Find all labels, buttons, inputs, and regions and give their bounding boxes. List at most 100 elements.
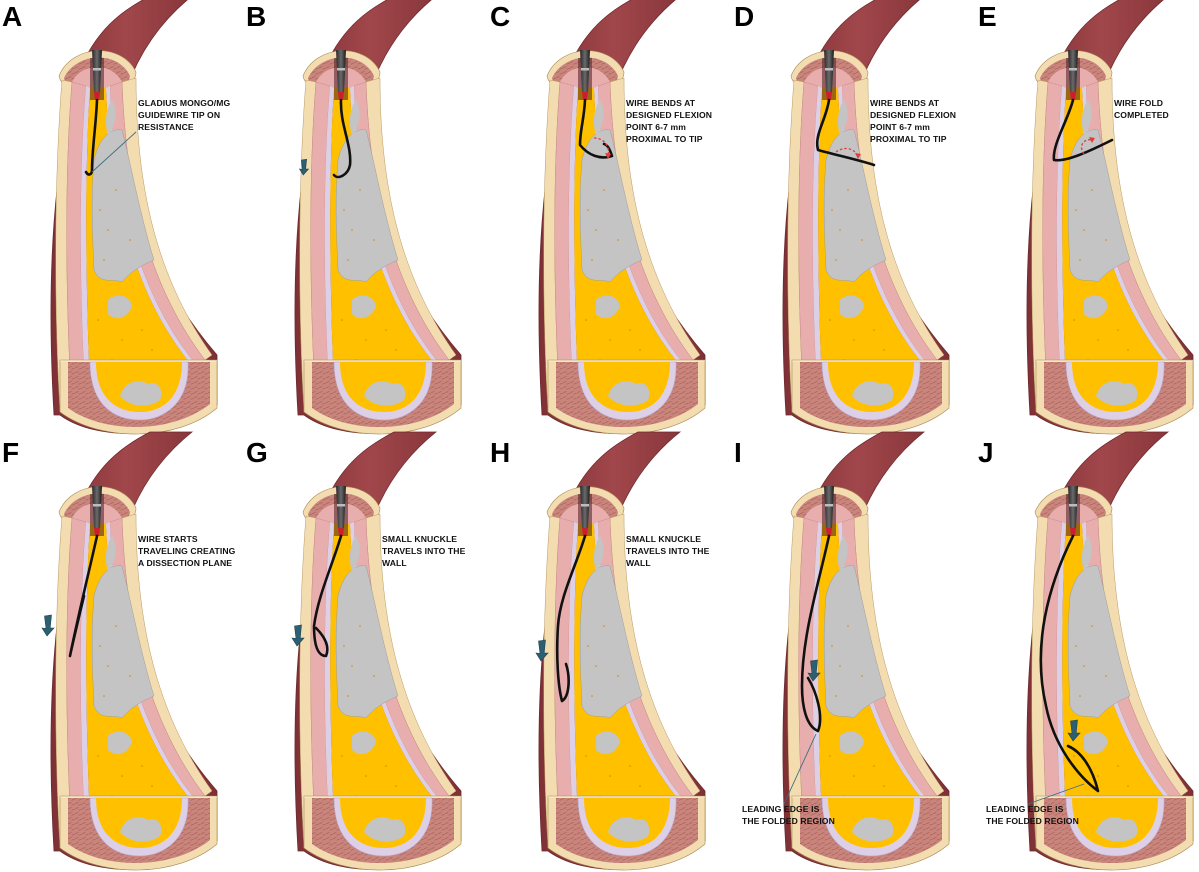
annotation-line: DESIGNED FLEXION [626, 110, 712, 120]
left-wall-lining [80, 86, 91, 405]
plaque-calcium [823, 565, 887, 719]
panel-letter: G [246, 437, 268, 468]
calcium-nodule [1084, 295, 1108, 319]
annotation-line: COMPLETED [1114, 110, 1169, 120]
panel-e: E WIRE FOLD COMPLETED [978, 0, 1194, 435]
advance-arrow-icon [1067, 719, 1081, 742]
annotation-line: WIRE BENDS AT [870, 98, 940, 108]
guidewire [578, 98, 614, 159]
annotation-line: WIRE BENDS AT [626, 98, 696, 108]
microcatheter-tip [338, 92, 344, 100]
microcatheter [92, 50, 102, 92]
annotation-line: WIRE FOLD [1114, 98, 1163, 108]
calcium-fleck [593, 100, 604, 136]
callout-line [783, 733, 817, 805]
annotation-line: SMALL KNUCKLE [382, 534, 457, 544]
panel-j: J LEADING EDGE IS THE FOLDED REGION [978, 431, 1194, 871]
microcatheter [1068, 486, 1078, 528]
lower-cut-calcium [364, 817, 406, 842]
annotation-line: POINT 6-7 mm [870, 122, 930, 132]
annotation-line: SMALL KNUCKLE [626, 534, 701, 544]
plaque-calcium [823, 129, 887, 283]
calcium-fleck [105, 536, 116, 572]
panel-d: D WIRE BENDS AT DESIGNED FLEXION POINT 6-7 … [734, 0, 956, 435]
marker-band [1069, 68, 1077, 71]
advance-arrow-icon [535, 639, 549, 662]
guidewire [800, 534, 831, 733]
annotation-line: TRAVELS INTO THE [382, 546, 466, 556]
panel-letter: B [246, 1, 266, 32]
microcatheter-tip [338, 528, 344, 536]
annotation-line: POINT 6-7 mm [626, 122, 686, 132]
microcatheter-tip [94, 92, 100, 100]
annotation-line: DESIGNED FLEXION [870, 110, 956, 120]
left-wall-lining [1056, 522, 1067, 841]
lower-cut-calcium [608, 817, 650, 842]
guidewire [815, 98, 876, 167]
panel-letter: E [978, 1, 997, 32]
microcatheter-tip [94, 528, 100, 536]
annotation-line: TRAVELING CREATING [138, 546, 236, 556]
guidewire [1052, 98, 1114, 162]
calcium-fleck [349, 536, 360, 572]
left-wall-lining [812, 86, 823, 405]
calcium-fleck [1081, 100, 1092, 136]
left-wall-lining [568, 86, 579, 405]
microcatheter-tip [826, 92, 832, 100]
annotation-line: TRAVELS INTO THE [626, 546, 710, 556]
microcatheter-tip [582, 528, 588, 536]
annotation-line: LEADING EDGE IS [986, 804, 1064, 814]
panel-h: H SMALL KNUCKLE TRAVELS INTO THE WALL [490, 431, 710, 871]
guidewire [84, 98, 99, 176]
annotation-line: GLADIUS MONGO/MG [138, 98, 231, 108]
plaque-calcium [1067, 565, 1131, 719]
plaque-calcium [335, 565, 399, 719]
calcium-nodule [108, 295, 132, 319]
panel-letter: I [734, 437, 742, 468]
annotation-line: RESISTANCE [138, 122, 194, 132]
lower-cut-calcium [1096, 817, 1138, 842]
calcium-fleck [1081, 536, 1092, 572]
plaque-calcium [579, 129, 643, 283]
advance-arrow-icon [807, 659, 821, 682]
annotation-line: PROXIMAL TO TIP [870, 134, 947, 144]
lower-cut-calcium [120, 381, 162, 406]
annotation-line: GUIDEWIRE TIP ON [138, 110, 220, 120]
marker-band [1069, 504, 1077, 507]
left-wall-lining [568, 522, 579, 841]
guidewire [1039, 534, 1100, 793]
calcium-nodule [596, 295, 620, 319]
microcatheter [580, 50, 590, 92]
annotation-line: THE FOLDED REGION [986, 816, 1079, 826]
plaque-calcium [91, 129, 155, 283]
panel-letter: H [490, 437, 510, 468]
annotation-line: LEADING EDGE IS [742, 804, 820, 814]
calcium-nodule [596, 731, 620, 755]
microcatheter [336, 50, 346, 92]
marker-band [825, 504, 833, 507]
annotation-line: WALL [626, 558, 651, 568]
calcium-nodule [352, 731, 376, 755]
calcium-fleck [837, 100, 848, 136]
marker-band [93, 504, 101, 507]
annotation-line: WIRE STARTS [138, 534, 198, 544]
callout-line [91, 131, 137, 173]
advance-arrow-icon [41, 614, 55, 637]
flexion-arrow-icon [1080, 139, 1093, 155]
panel-letter: D [734, 1, 754, 32]
annotation-line: PROXIMAL TO TIP [626, 134, 703, 144]
microcatheter [824, 486, 834, 528]
guidewire [332, 98, 352, 179]
guidewire [68, 534, 99, 658]
marker-band [581, 504, 589, 507]
calcium-nodule [352, 295, 376, 319]
marker-band [581, 68, 589, 71]
panel-letter: J [978, 437, 994, 468]
advance-arrow-icon [291, 624, 305, 647]
left-wall-lining [324, 522, 335, 841]
lower-cut-calcium [608, 381, 650, 406]
calcium-nodule [840, 731, 864, 755]
